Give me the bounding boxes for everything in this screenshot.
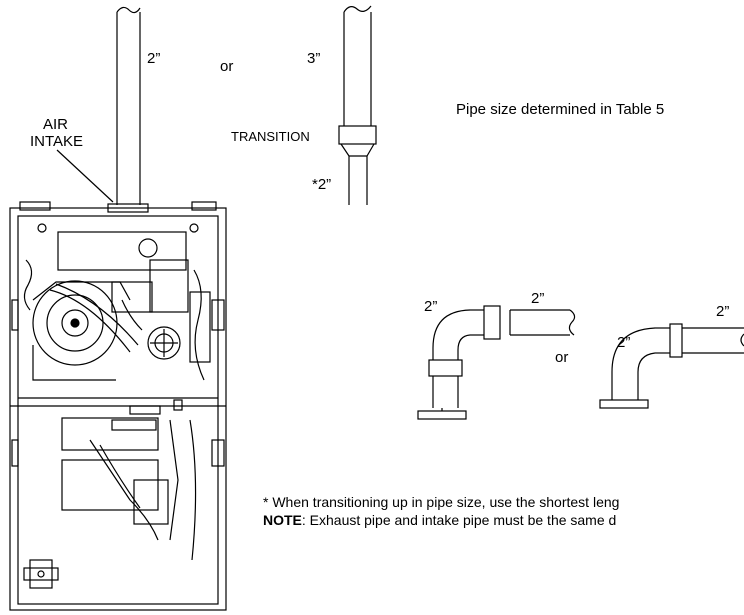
elbow-assembly-2 — [599, 323, 744, 409]
air-intake-leader — [56, 149, 114, 203]
table-reference-note: Pipe size determined in Table 5 — [456, 101, 665, 118]
intake-pipe — [116, 6, 141, 205]
footnote-text: * When transitioning up in pipe size, us… — [263, 494, 620, 510]
elbow-assembly-1 — [417, 305, 576, 420]
note-line: NOTE: Exhaust pipe and intake pipe must … — [263, 512, 616, 528]
or-label-elbows: or — [555, 349, 569, 366]
upper-pipe-size-label: 3” — [307, 50, 321, 67]
elbow2-vertical-size-label: 2” — [617, 334, 631, 351]
elbow2-horizontal-size-label: 2” — [716, 303, 730, 320]
note-text: : Exhaust pipe and intake pipe must be t… — [301, 512, 617, 528]
elbow1-vertical-size-label: 2” — [424, 298, 438, 315]
transition-pipe — [338, 5, 377, 205]
straight-pipe-size-label: 2” — [147, 50, 161, 67]
air-intake-label-line2: INTAKE — [30, 133, 84, 150]
furnace-cabinet — [9, 201, 227, 611]
air-intake-label-line1: AIR — [43, 116, 69, 133]
elbow1-horizontal-size-label: 2” — [531, 290, 545, 307]
lower-pipe-size-label: *2” — [312, 176, 332, 193]
or-label-top: or — [220, 58, 234, 75]
note-bold-label: NOTE — [263, 512, 302, 528]
transition-label: TRANSITION — [231, 129, 310, 144]
